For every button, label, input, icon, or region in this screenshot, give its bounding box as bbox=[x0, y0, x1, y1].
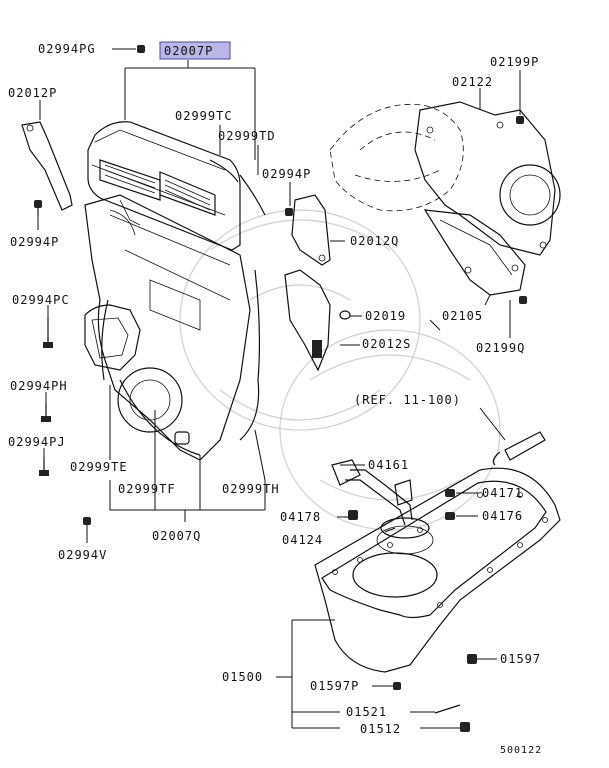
label-02999TD[interactable]: 02999TD bbox=[218, 129, 276, 143]
bolt-02994P-right[interactable] bbox=[285, 208, 293, 216]
upper-timing-cover[interactable] bbox=[87, 121, 241, 251]
bolt-02994PG[interactable] bbox=[137, 45, 145, 53]
rear-plate-02122[interactable] bbox=[414, 101, 561, 256]
label-02999TC[interactable]: 02999TC bbox=[175, 109, 233, 123]
label-02994PH[interactable]: 02994PH bbox=[10, 379, 68, 393]
label-02122[interactable]: 02122 bbox=[452, 75, 493, 89]
bolt-02199Q[interactable] bbox=[519, 296, 527, 304]
seal-02999TC[interactable] bbox=[209, 159, 239, 183]
highlighted-part-badge[interactable]: 02007P bbox=[159, 41, 231, 60]
label-02999TE[interactable]: 02999TE bbox=[70, 460, 128, 474]
sealant-01521[interactable] bbox=[434, 704, 461, 714]
bolt-04178[interactable] bbox=[348, 510, 358, 520]
bracket-02012P[interactable] bbox=[21, 121, 73, 211]
label-01597[interactable]: 01597 bbox=[500, 652, 541, 666]
leader-lines bbox=[37, 48, 521, 729]
nut-04171[interactable] bbox=[445, 489, 455, 497]
oil-pan-01500[interactable] bbox=[314, 467, 561, 673]
label-02994PC[interactable]: 02994PC bbox=[12, 293, 70, 307]
label-01512[interactable]: 01512 bbox=[360, 722, 401, 736]
label-02999TF[interactable]: 02999TF bbox=[118, 482, 176, 496]
bolt-02994P-left[interactable] bbox=[34, 200, 42, 215]
lower-timing-cover[interactable] bbox=[84, 194, 251, 461]
bolt-02199P[interactable] bbox=[516, 116, 524, 124]
plate-02105[interactable] bbox=[423, 209, 526, 296]
clip-02019[interactable] bbox=[339, 310, 351, 320]
label-02019[interactable]: 02019 bbox=[365, 309, 406, 323]
label-04161[interactable]: 04161 bbox=[368, 458, 409, 472]
bolt-02994PH[interactable] bbox=[41, 403, 51, 422]
label-02012Q[interactable]: 02012Q bbox=[350, 234, 399, 248]
label-02994PJ[interactable]: 02994PJ bbox=[8, 435, 66, 449]
gasket-01597P[interactable] bbox=[393, 682, 401, 690]
label-02994V[interactable]: 02994V bbox=[58, 548, 107, 562]
bracket-02012S[interactable] bbox=[284, 269, 331, 372]
label-ref-11-100[interactable]: (REF. 11-100) bbox=[354, 393, 461, 407]
engine-block-outline bbox=[329, 103, 464, 212]
label-02199Q[interactable]: 02199Q bbox=[476, 341, 525, 355]
nut-04176[interactable] bbox=[445, 512, 455, 520]
label-04176[interactable]: 04176 bbox=[482, 509, 523, 523]
label-02007Q[interactable]: 02007Q bbox=[152, 529, 201, 543]
label-01597P[interactable]: 01597P bbox=[310, 679, 359, 693]
label-04124[interactable]: 04124 bbox=[282, 533, 323, 547]
plug-01597[interactable] bbox=[467, 654, 477, 664]
bolt-02994V[interactable] bbox=[83, 517, 91, 525]
diagram-id: 500122 bbox=[500, 745, 542, 756]
label-04178[interactable]: 04178 bbox=[280, 510, 321, 524]
bolt-02994PJ[interactable] bbox=[39, 457, 49, 476]
label-02994PG[interactable]: 02994PG bbox=[38, 42, 96, 56]
oil-strainer-04124[interactable] bbox=[331, 459, 430, 539]
label-01500[interactable]: 01500 bbox=[222, 670, 263, 684]
bracket-02012Q[interactable] bbox=[291, 194, 331, 266]
label-02012S[interactable]: 02012S bbox=[362, 337, 411, 351]
label-02105[interactable]: 02105 bbox=[442, 309, 483, 323]
label-02999TH[interactable]: 02999TH bbox=[222, 482, 280, 496]
dipstick-tube[interactable] bbox=[492, 431, 546, 466]
seal-02999TE[interactable] bbox=[101, 299, 109, 381]
seal-02999TD[interactable] bbox=[239, 174, 266, 216]
part-labels: 02994PG 02007P 02012P 02199P 02122 02999… bbox=[8, 41, 542, 756]
bolt-02994PC[interactable] bbox=[43, 318, 53, 348]
seal-02999TH[interactable] bbox=[239, 269, 261, 441]
label-02012P[interactable]: 02012P bbox=[8, 86, 57, 100]
label-02199P[interactable]: 02199P bbox=[490, 55, 539, 69]
label-02994P-left[interactable]: 02994P bbox=[10, 235, 59, 249]
crank-cover-piece[interactable] bbox=[84, 304, 141, 371]
label-04171[interactable]: 04171 bbox=[482, 486, 523, 500]
plug-01512[interactable] bbox=[460, 722, 470, 732]
label-02007P[interactable]: 02007P bbox=[164, 44, 213, 58]
label-02994P-right[interactable]: 02994P bbox=[262, 167, 311, 181]
label-01521[interactable]: 01521 bbox=[346, 705, 387, 719]
